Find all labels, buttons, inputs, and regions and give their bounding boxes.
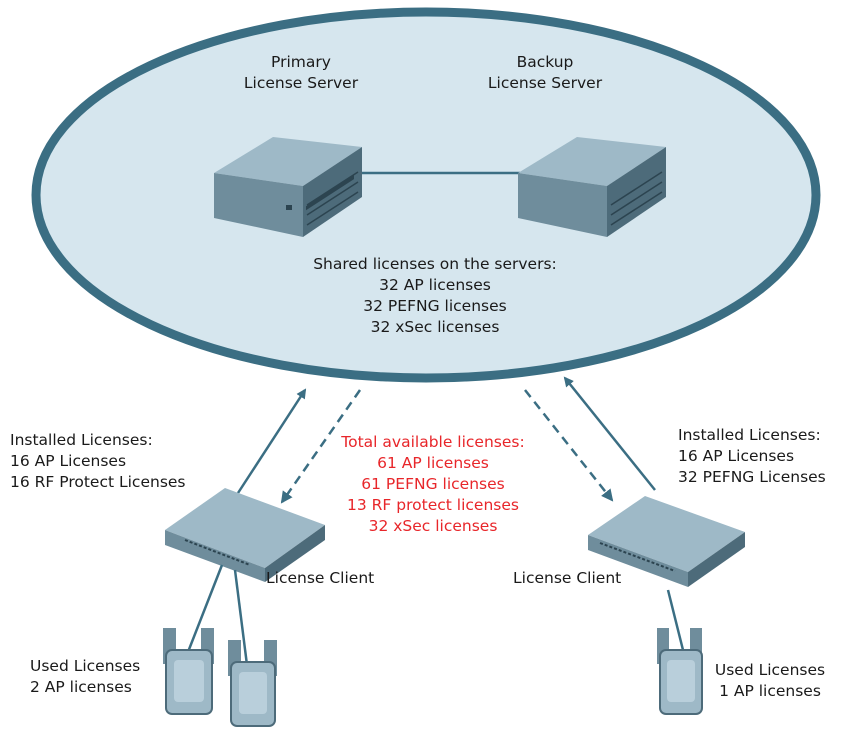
right-server-to-client-dashed-arrow-icon bbox=[524, 389, 614, 502]
access-point-icon bbox=[163, 628, 214, 715]
primary-server-icon bbox=[214, 137, 362, 237]
left-client-label: License Client bbox=[266, 569, 375, 587]
access-point-icon bbox=[657, 628, 703, 715]
right-client-to-server-arrow-icon bbox=[563, 376, 656, 491]
left-client-to-server-arrow-icon bbox=[236, 388, 307, 494]
backup-server-icon bbox=[518, 137, 666, 237]
total-available-licenses: Total available licenses: 61 AP licenses… bbox=[341, 433, 525, 535]
right-client-label: License Client bbox=[513, 569, 622, 587]
right-client-switch-icon bbox=[588, 496, 745, 587]
server-cluster-ellipse bbox=[31, 7, 821, 383]
left-server-to-client-dashed-arrow-icon bbox=[280, 389, 362, 504]
left-installed-licenses: Installed Licenses: 16 AP Licenses 16 RF… bbox=[10, 431, 186, 491]
right-installed-licenses: Installed Licenses: 16 AP Licenses 32 PE… bbox=[678, 426, 826, 486]
primary-server-label: Primary License Server bbox=[243, 53, 359, 92]
left-used-licenses: Used Licenses 2 AP licenses bbox=[30, 657, 141, 696]
shared-licenses-text: Shared licenses on the servers: 32 AP li… bbox=[313, 255, 557, 336]
left-client-switch-icon bbox=[165, 488, 325, 582]
right-used-licenses: Used Licenses 1 AP licenses bbox=[714, 661, 826, 700]
backup-server-label: Backup License Server bbox=[487, 53, 603, 92]
access-point-icon bbox=[228, 640, 277, 727]
